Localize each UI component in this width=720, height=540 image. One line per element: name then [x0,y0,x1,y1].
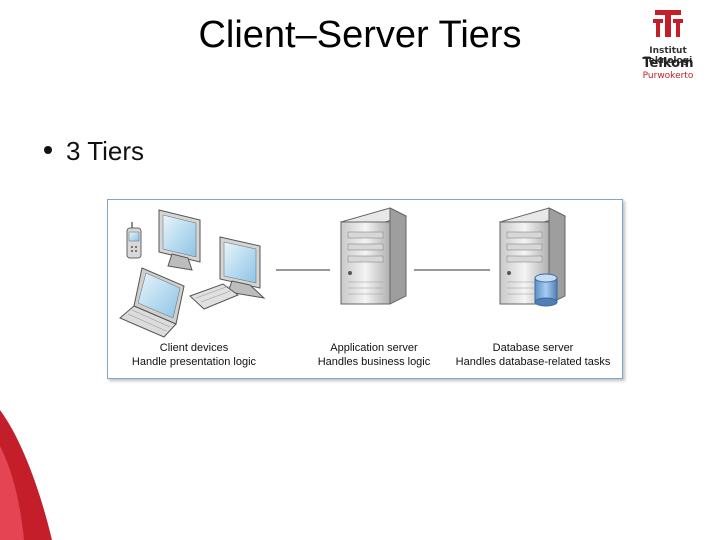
three-tier-diagram: Client devices Handle presentation logic… [107,199,623,379]
diagram-graphics [119,207,567,338]
logo-mark-icon [653,10,683,37]
logo-line-3: Purwokerto [642,71,694,81]
application-server-icon [339,207,408,305]
client-description: Handle presentation logic [131,356,257,368]
bullet-item: 3 Tiers [44,136,144,167]
database-cylinder-icon [534,273,558,307]
laptop-icon [119,267,185,338]
client-label: Client devices [159,342,229,354]
bullet-text: 3 Tiers [66,136,145,166]
app-server-label: Application server [330,342,418,354]
logo-line-1: Institut Teknologi [643,46,693,66]
institution-logo: Institut Teknologi Telkom Purwokerto [624,8,712,81]
desktop-monitor-icon [158,209,201,271]
db-server-description: Handles database-related tasks [455,356,611,368]
decorative-swoosh [0,410,52,540]
desktop-monitor-icon [219,236,266,299]
slide-title: Client–Server Tiers [198,14,522,56]
app-server-description: Handles business logic [317,356,431,368]
phone-icon [126,222,142,259]
logo-line-2: Telkom [642,56,694,71]
db-server-label: Database server [492,342,574,354]
keyboard-icon [189,283,240,310]
bullet-dot-icon [44,146,52,155]
